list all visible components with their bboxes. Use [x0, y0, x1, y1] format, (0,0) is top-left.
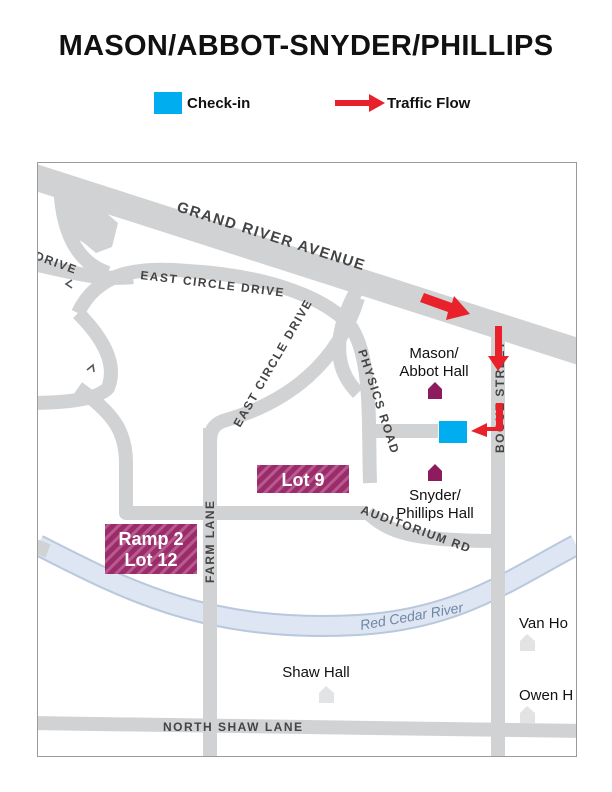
checkin-square-icon[interactable] — [439, 421, 467, 443]
mason-abbot-hall-label-line2: Abbot Hall — [399, 363, 468, 380]
house-icon — [319, 634, 535, 723]
east-circle-drive-diag-label: EAST CIRCLE DRIVE — [230, 296, 315, 429]
campus-map[interactable]: GRAND RIVER AVENUE EAST CIRCLE DRIVE EAS… — [37, 162, 577, 757]
inner-west-road — [73, 382, 368, 520]
red-cedar-river — [38, 535, 576, 637]
upper-connector-road — [53, 176, 111, 280]
building-shape — [58, 193, 118, 253]
page-title: MASON/ABBOT-SNYDER/PHILLIPS — [58, 30, 554, 62]
traffic-flow-arrow-icon — [420, 293, 509, 437]
east-circle-drive-top-road — [71, 262, 377, 484]
traffic-flow-arrow-icon — [335, 94, 385, 112]
mason-abbot-hall-label-line1: Mason/ — [409, 345, 459, 362]
legend-traffic-flow: Traffic Flow — [333, 92, 470, 114]
auditorium-road — [363, 507, 499, 548]
shaw-hall-label: Shaw Hall — [282, 664, 350, 681]
checkin-square-icon — [154, 92, 182, 114]
legend-traffic-flow-label: Traffic Flow — [387, 94, 471, 112]
lot-12-label: Lot 12 — [124, 550, 177, 570]
legend-checkin-label: Check-in — [187, 94, 251, 112]
snyder-phillips-hall-label-line2: Phillips Hall — [396, 505, 474, 522]
map-canvas: GRAND RIVER AVENUE EAST CIRCLE DRIVE EAS… — [38, 164, 576, 756]
road-network — [38, 164, 576, 756]
van-hoosen-hall-label: Van Ho — [519, 615, 568, 632]
legend-checkin: Check-in — [154, 92, 250, 114]
snyder-phillips-hall-label-line1: Snyder/ — [409, 487, 462, 504]
farm-lane-label: FARM LANE — [203, 500, 217, 584]
owen-hall-label: Owen H — [519, 687, 573, 704]
direction-arrow-icon — [64, 279, 95, 373]
lot-9-label: Lot 9 — [282, 470, 325, 490]
lot-9[interactable]: Lot 9 — [257, 465, 349, 493]
ramp-2-label: Ramp 2 — [118, 529, 183, 549]
house-icon — [428, 382, 442, 481]
north-shaw-lane-road — [38, 716, 576, 738]
north-shaw-lane-label: NORTH SHAW LANE — [163, 720, 304, 734]
ramp-2-lot-12[interactable]: Ramp 2 Lot 12 — [105, 524, 197, 574]
grand-river-avenue-road — [38, 164, 576, 365]
west-stub-road — [38, 539, 51, 558]
west-loop-road — [38, 308, 118, 410]
